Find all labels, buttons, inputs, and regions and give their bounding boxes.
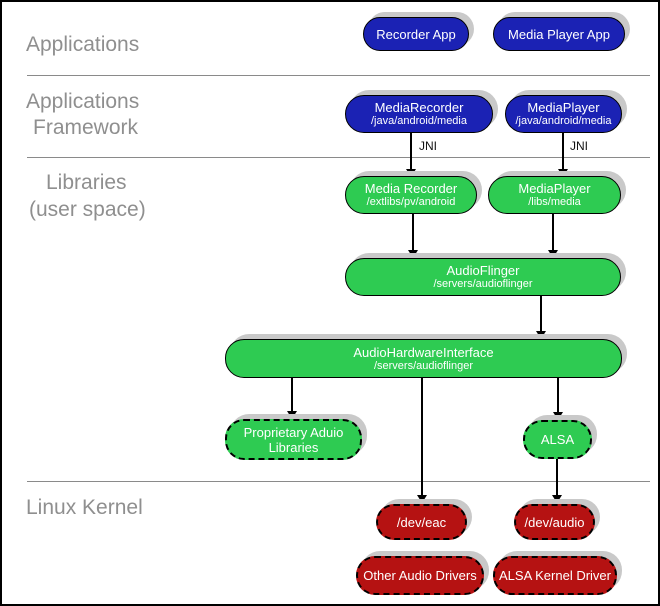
- node-mediaplayer-framework: MediaPlayer /java/android/media: [505, 95, 622, 133]
- node-subtitle: /java/android/media: [515, 115, 612, 127]
- node-title: Media Player App: [508, 26, 610, 42]
- arrow-ahi-proprietary: [291, 378, 293, 412]
- arrow-mediarecorder-audioflinger: [412, 214, 414, 251]
- section-label-libraries-line1: Libraries: [46, 171, 127, 194]
- section-label-libraries-line2: (user space): [29, 198, 146, 221]
- arrowhead-ahi-dev-eac: [417, 495, 427, 503]
- node-title: MediaRecorder: [374, 100, 464, 115]
- node-media-player-app: Media Player App: [493, 17, 625, 51]
- section-label-kernel: Linux Kernel: [26, 496, 143, 519]
- node-title: MediaPlayer: [518, 181, 591, 196]
- separator-libraries-kernel: [27, 481, 650, 482]
- arrow-audioflinger-ahi: [540, 296, 542, 332]
- arrow-mediaplayer-audioflinger: [552, 214, 554, 251]
- arrow-ahi-dev-eac: [421, 378, 423, 496]
- node-subtitle: /libs/media: [528, 196, 581, 208]
- node-subtitle: /java/android/media: [370, 115, 467, 127]
- arrowhead-mediarecorder-audioflinger: [408, 250, 418, 258]
- arrowhead-jni-mediarecorder: [406, 169, 416, 177]
- node-title: AudioHardwareInterface: [353, 344, 494, 360]
- jni-label-1: JNI: [419, 139, 437, 153]
- section-label-framework-line2: Framework: [33, 116, 139, 139]
- node-title: Proprietary Aduio Libraries: [243, 424, 344, 455]
- node-title: ALSA Kernel Driver: [499, 568, 611, 583]
- node-proprietary-audio-libraries: Proprietary Aduio Libraries: [225, 419, 362, 460]
- node-subtitle: /servers/audioflinger: [373, 359, 474, 372]
- node-media-recorder-lib: Media Recorder /extlibs/pv/android: [345, 176, 477, 214]
- node-title: Other Audio Drivers: [363, 568, 477, 583]
- node-title: /dev/audio: [524, 514, 585, 530]
- arrowhead-alsa-dev-audio: [552, 495, 562, 503]
- node-other-audio-drivers: Other Audio Drivers: [356, 556, 484, 595]
- node-subtitle: /extlibs/pv/android: [366, 196, 456, 208]
- node-recorder-app: Recorder App: [363, 17, 469, 51]
- node-title: Recorder App: [376, 26, 456, 42]
- jni-label-2: JNI: [570, 139, 588, 153]
- arrowhead-ahi-proprietary: [287, 411, 297, 419]
- node-title: Media Recorder: [364, 181, 458, 196]
- node-title: MediaPlayer: [527, 100, 600, 115]
- separator-applications-framework: [27, 75, 650, 76]
- arrow-jni-mediaplayer: [562, 133, 564, 170]
- node-audioflinger: AudioFlinger /servers/audioflinger: [345, 258, 621, 296]
- arrow-ahi-alsa: [557, 378, 559, 413]
- node-mediarecorder-framework: MediaRecorder /java/android/media: [345, 95, 493, 133]
- node-audio-hardware-interface: AudioHardwareInterface /servers/audiofli…: [225, 339, 622, 378]
- node-alsa-kernel-driver: ALSA Kernel Driver: [493, 556, 617, 595]
- arrowhead-jni-mediaplayer: [558, 169, 568, 177]
- node-title: /dev/eac: [396, 514, 447, 530]
- node-dev-audio: /dev/audio: [514, 504, 595, 540]
- node-dev-eac: /dev/eac: [376, 504, 467, 540]
- node-title: AudioFlinger: [446, 263, 520, 278]
- arrowhead-audioflinger-ahi: [536, 331, 546, 339]
- section-label-applications: Applications: [26, 33, 140, 56]
- arrow-jni-mediarecorder: [410, 133, 412, 170]
- node-subtitle: /servers/audioflinger: [433, 278, 533, 290]
- arrow-alsa-dev-audio: [556, 459, 558, 496]
- node-mediaplayer-lib: MediaPlayer /libs/media: [488, 176, 621, 214]
- arrowhead-mediaplayer-audioflinger: [548, 250, 558, 258]
- section-label-framework-line1: Applications: [26, 90, 140, 113]
- separator-framework-libraries: [27, 157, 650, 158]
- arrowhead-ahi-alsa: [553, 412, 563, 420]
- node-title: ALSA: [540, 432, 575, 447]
- node-alsa: ALSA: [523, 420, 592, 459]
